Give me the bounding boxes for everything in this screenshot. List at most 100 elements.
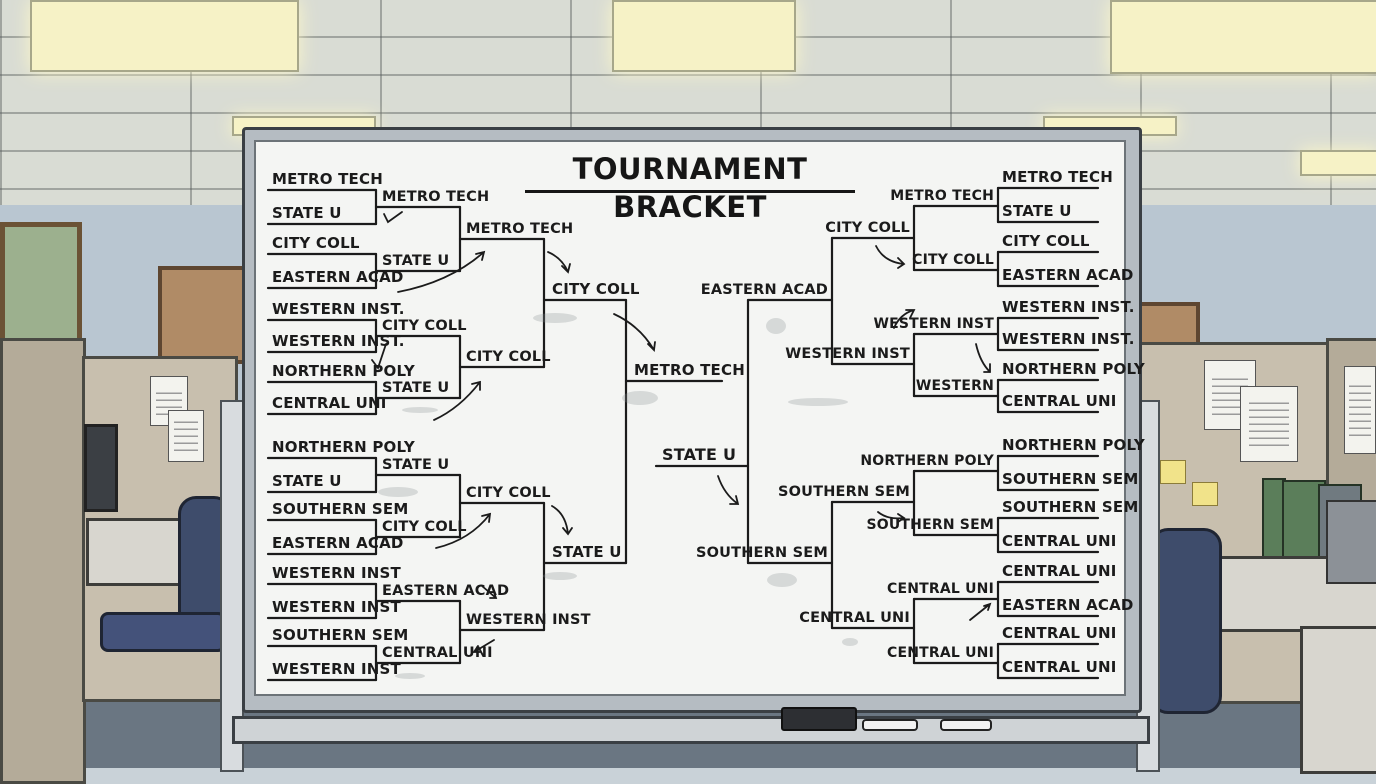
team-label-right-r3: CENTRAL UNI (799, 610, 910, 626)
office-chair (1150, 528, 1222, 714)
team-label-right-r1: CENTRAL UNI (1002, 624, 1117, 642)
team-label-right-final: STATE U (662, 445, 736, 464)
team-label-left-r3: CITY COLL (466, 485, 551, 501)
team-label-left-r2: EASTERN ACAD (382, 583, 509, 599)
team-label-right-r2: WESTERN (916, 378, 994, 394)
ceiling-light (1300, 150, 1376, 176)
team-label-right-r3: CITY COLL (825, 220, 910, 236)
team-label-right-r1: METRO TECH (1002, 168, 1113, 186)
team-label-right-r4: SOUTHERN SEM (696, 545, 828, 561)
annotation-arrow (969, 602, 992, 621)
cubicle-partition (0, 338, 86, 784)
team-label-right-r3: WESTERN INST (785, 346, 910, 362)
team-label-left-r1: EASTERN ACAD (272, 268, 404, 286)
annotation-arrow (481, 585, 498, 599)
team-label-left-r2: METRO TECH (382, 189, 489, 205)
team-label-left-r1: STATE U (272, 204, 342, 222)
document-tray (1326, 500, 1376, 584)
team-label-right-r1: CITY COLL (1002, 232, 1090, 250)
eraser-smudge (842, 638, 858, 646)
annotation-arrow (613, 313, 656, 352)
whiteboard-eraser[interactable] (781, 707, 857, 731)
team-label-left-r2: CITY COLL (382, 519, 467, 535)
team-label-right-r1: EASTERN ACAD (1002, 596, 1134, 614)
team-label-left-r2: STATE U (382, 380, 449, 396)
sticky-note (1160, 460, 1186, 484)
eraser-smudge (543, 572, 577, 580)
whiteboard-tray (232, 716, 1150, 744)
team-label-right-r1: CENTRAL UNI (1002, 562, 1117, 580)
team-label-right-r1: CENTRAL UNI (1002, 392, 1117, 410)
annotation-arrow (383, 211, 403, 224)
team-label-left-r1: CENTRAL UNI (272, 394, 387, 412)
team-label-left-r1: WESTERN INST (272, 598, 402, 616)
team-label-left-r1: SOUTHERN SEM (272, 626, 408, 644)
annotation-arrow (397, 250, 486, 293)
team-label-left-r4: STATE U (552, 543, 622, 561)
annotation-arrow (875, 245, 906, 269)
eraser-smudge (622, 391, 658, 405)
ceiling-light (30, 0, 299, 72)
team-label-left-r4: CITY COLL (552, 280, 640, 298)
wall-map (0, 222, 82, 344)
ceiling-light (1110, 0, 1376, 74)
whiteboard-marker[interactable] (862, 719, 918, 731)
team-label-right-r1: CENTRAL UNI (1002, 532, 1117, 550)
whiteboard-surface (254, 140, 1126, 696)
eraser-smudge (788, 398, 848, 406)
team-label-right-r2: SOUTHERN SEM (866, 517, 994, 533)
team-label-left-r2: STATE U (382, 457, 449, 473)
team-label-left-r2: STATE U (382, 253, 449, 269)
team-label-right-r2: CENTRAL UNI (887, 581, 994, 597)
bracket-title: TOURNAMENT BRACKET (525, 150, 855, 224)
annotation-arrow (717, 475, 740, 505)
annotation-arrow (435, 512, 492, 549)
eraser-smudge (767, 573, 797, 587)
team-label-right-r1: WESTERN INST. (1002, 330, 1135, 348)
team-label-left-r3: METRO TECH (466, 221, 573, 237)
team-label-right-r2: NORTHERN POLY (860, 453, 994, 469)
team-label-left-r1: NORTHERN POLY (272, 438, 416, 456)
team-label-right-r1: STATE U (1002, 202, 1072, 220)
annotation-arrow (551, 505, 573, 536)
team-label-right-r1: SOUTHERN SEM (1002, 470, 1138, 488)
team-label-left-r3: WESTERN INST (466, 612, 591, 628)
team-label-left-r1: NORTHERN POLY (272, 362, 416, 380)
eraser-smudge (395, 673, 425, 679)
annotation-arrow (975, 343, 991, 373)
pinned-paper (1240, 386, 1298, 462)
annotation-arrow (877, 511, 906, 523)
whiteboard-marker[interactable] (940, 719, 992, 731)
team-label-right-r1: NORTHERN POLY (1002, 360, 1146, 378)
team-label-right-r1: CENTRAL UNI (1002, 658, 1117, 676)
team-label-right-r1: SOUTHERN SEM (1002, 498, 1138, 516)
team-label-right-r4: EASTERN ACAD (701, 282, 828, 298)
team-label-left-r2: CENTRAL UNI (382, 645, 493, 661)
sticky-note (1192, 482, 1218, 506)
eraser-smudge (766, 318, 786, 334)
annotation-arrow (371, 343, 387, 370)
eraser-smudge (378, 487, 418, 497)
annotation-arrow (472, 639, 495, 653)
team-label-right-r1: NORTHERN POLY (1002, 436, 1146, 454)
team-label-left-r1: WESTERN INST. (272, 332, 405, 350)
team-label-left-r1: METRO TECH (272, 170, 383, 188)
annotation-arrow (433, 380, 481, 421)
team-label-right-r1: WESTERN INST. (1002, 298, 1135, 316)
team-label-left-r3: CITY COLL (466, 349, 551, 365)
team-label-left-r1: WESTERN INST (272, 564, 402, 582)
ceiling-light (612, 0, 796, 72)
team-label-left-r1: WESTERN INST. (272, 300, 405, 318)
pinned-paper (1344, 366, 1376, 454)
annotation-arrow (893, 309, 916, 329)
desk-drawer (1300, 626, 1376, 774)
pinned-paper (168, 410, 204, 462)
computer-monitor (84, 424, 118, 512)
team-label-left-r1: SOUTHERN SEM (272, 500, 408, 518)
team-label-left-r2: CITY COLL (382, 318, 467, 334)
team-label-left-r1: CITY COLL (272, 234, 360, 252)
team-label-left-final: METRO TECH (634, 361, 745, 379)
team-label-right-r2: CENTRAL UNI (887, 645, 994, 661)
